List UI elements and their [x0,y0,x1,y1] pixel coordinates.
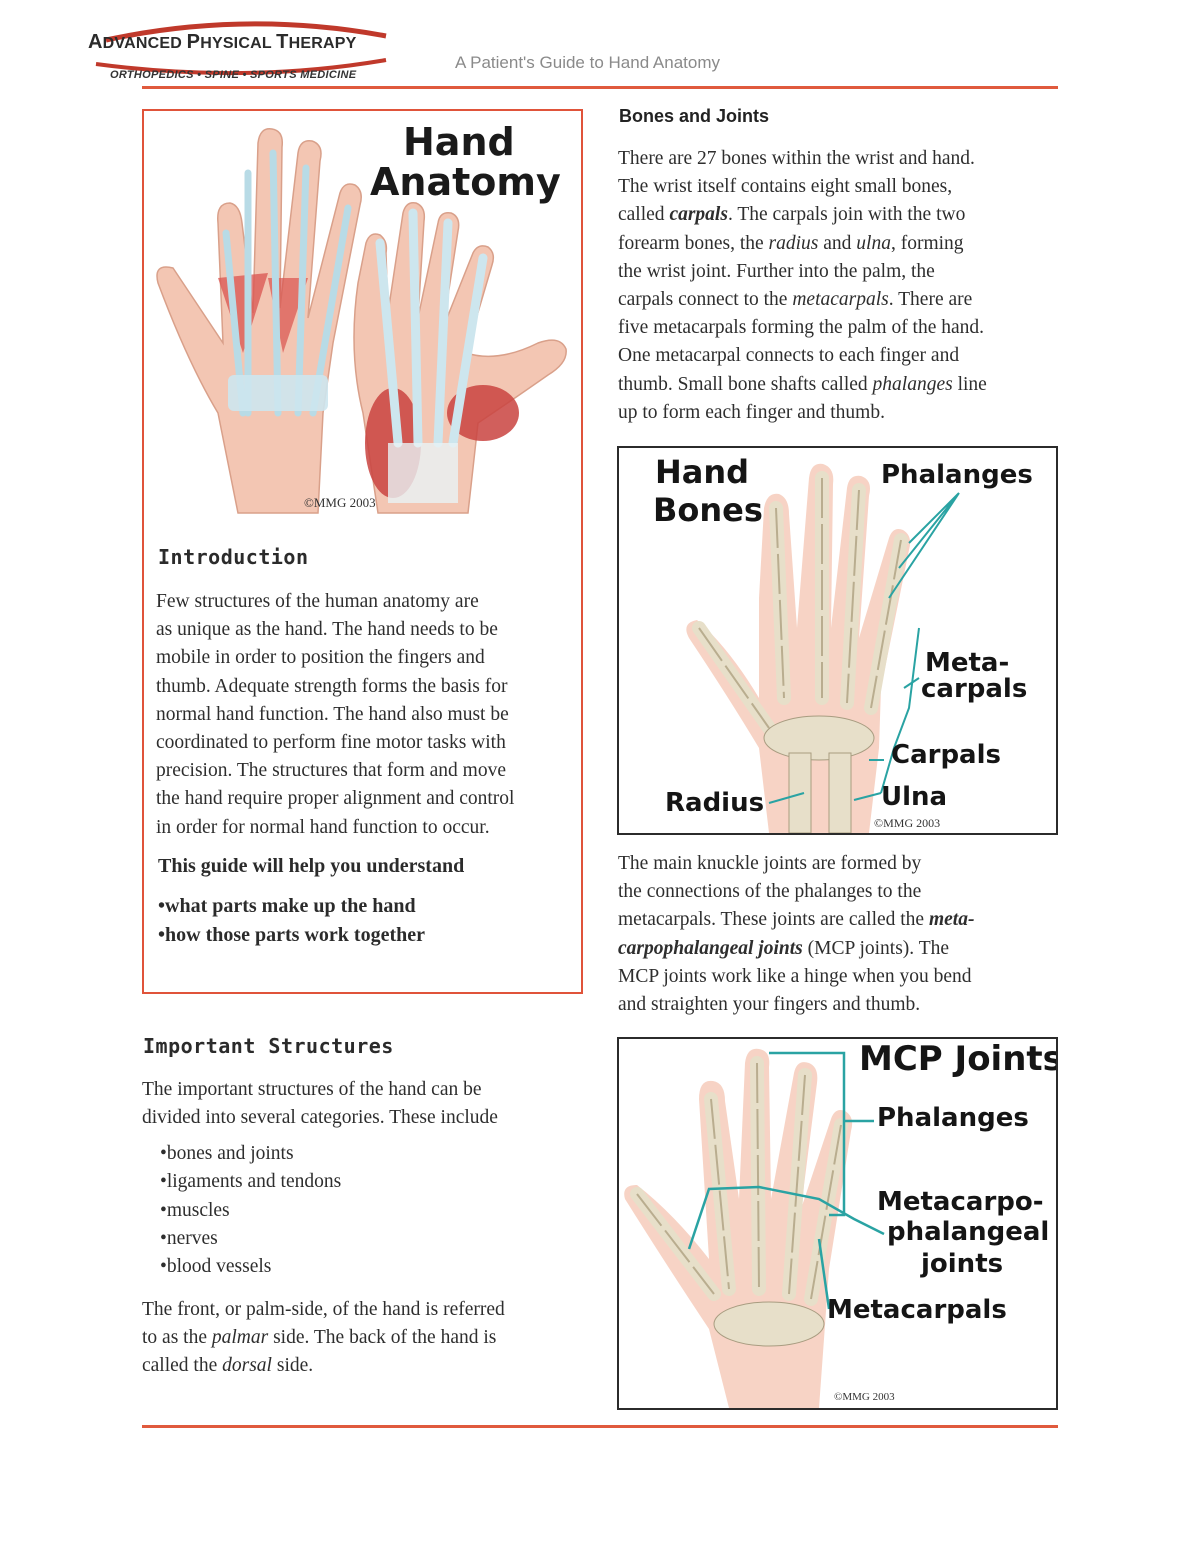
important-structures-heading: Important Structures [143,1034,394,1058]
label-phalangeal: phalangeal [887,1217,1050,1247]
introduction-box [142,109,583,994]
logo-name: ADVANCED PHYSICAL THERAPY [88,31,357,53]
logo-tagline: ORTHOPEDICS • SPINE • SPORTS MEDICINE [110,69,357,81]
figure-title-line1: Hand [655,453,750,491]
dorsal-hand-drawing [156,128,362,514]
introduction-heading: Introduction [158,545,309,569]
figure-copyright: ©MMG 2003 [874,816,941,830]
hand-anatomy-illustration: Hand Anatomy ©MMG 2003 [156,120,567,514]
hand-bones-drawing [686,463,960,833]
label-meta-2: carpals [921,674,1028,704]
list-item: how those parts work together [158,921,425,950]
structures-list: bones and joints ligaments and tendons m… [160,1140,341,1281]
label-metacarpo: Metacarpo- [877,1187,1044,1217]
label-radius: Radius [665,788,765,818]
list-item: blood vessels [160,1253,341,1281]
document-title: A Patient's Guide to Hand Anatomy [455,53,721,72]
guide-list: what parts make up the hand how those pa… [158,892,425,950]
list-item: bones and joints [160,1140,341,1168]
figure-title-line1: Hand [403,120,515,164]
label-phalanges: Phalanges [881,460,1033,490]
label-carpals: Carpals [891,740,1001,770]
logo-swoosh [95,21,387,76]
hand-bones-figure: Hand Bones Phalanges Meta- carpals Carpa… [617,446,1058,835]
knuckle-joints-text: The main knuckle joints are formed by th… [618,853,975,1016]
label-metacarpals: Metacarpals [827,1295,1007,1325]
list-item: muscles [160,1197,341,1225]
mcp-joints-figure: MCP Joints Phalanges Metacarpo- phalange… [617,1037,1058,1410]
figure-title-line2: Anatomy [370,160,561,204]
bones-joints-heading: Bones and Joints [619,106,770,126]
figure-title-line2: Bones [653,491,763,529]
palmar-hand-drawing [353,201,567,514]
list-item: nerves [160,1225,341,1253]
figure-copyright: ©MMG 2003 [304,495,376,510]
figure-title: MCP Joints [859,1039,1058,1079]
figure-copyright: ©MMG 2003 [834,1391,895,1403]
mcp-joints-drawing [624,1048,885,1408]
label-meta-1: Meta- [925,648,1010,678]
important-structures-text: The important structures of the hand can… [142,1079,498,1129]
list-item: ligaments and tendons [160,1168,341,1196]
label-ulna: Ulna [881,782,948,812]
list-item: what parts make up the hand [158,892,425,921]
label-joints: joints [921,1249,1004,1279]
bones-joints-text: There are 27 bones within the wrist and … [618,148,987,423]
palmar-dorsal-text: The front, or palm-side, of the hand is … [142,1299,505,1377]
introduction-text: Few structures of the human anatomy are … [156,591,515,838]
footer-rule [142,1425,1058,1428]
header-rule [142,86,1058,89]
guide-lead: This guide will help you understand [158,855,465,877]
label-phalanges: Phalanges [877,1103,1029,1133]
